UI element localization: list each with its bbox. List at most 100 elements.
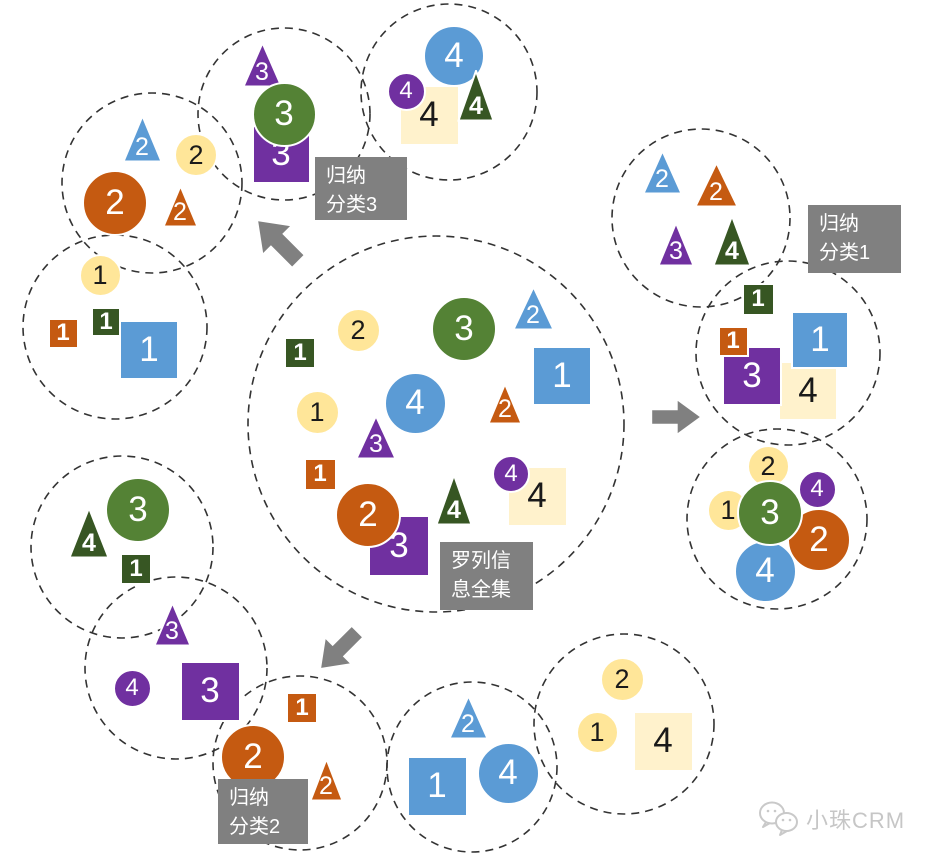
watermark-text: 小珠CRM (806, 808, 906, 833)
full-information-set-square-1: 1 (303, 457, 337, 491)
full-information-set-square-1: 1 (532, 346, 592, 406)
group-triangles-triangle-2: 2 (641, 149, 683, 195)
full-information-set-triangle-3: 3 (355, 414, 397, 460)
blue-triangle-icon (447, 694, 489, 739)
shape-number: 2 (135, 133, 149, 161)
group-yellows-square-4: 4 (632, 710, 694, 772)
label-category-1: 归纳分类1 (808, 205, 901, 273)
shape-number: 2 (173, 197, 187, 226)
group-3s-boundary (197, 27, 371, 201)
shape-number: 4 (725, 237, 739, 265)
label-category-3: 归纳分类3 (315, 157, 407, 220)
group-2s-circle-2: 2 (82, 170, 148, 236)
group-yellows-circle-2: 2 (599, 656, 645, 702)
group-purples-triangle-3: 3 (152, 601, 192, 647)
group-2s-circle-2: 2 (174, 133, 218, 177)
group-triangles-triangle-2: 2 (693, 162, 739, 208)
shape-number: 3 (669, 236, 683, 265)
darkgreen-triangle-icon (435, 474, 473, 526)
purple-triangle-icon (657, 221, 695, 266)
wechat-icon (759, 801, 798, 836)
purple-triangle-icon (241, 42, 283, 88)
group-1s-square-1: 1 (91, 307, 121, 337)
full-information-set-square-1: 1 (284, 337, 316, 369)
group-blues-square-1: 1 (406, 755, 468, 817)
group-1s-square-1: 1 (47, 317, 79, 349)
group-oranges-square-1: 1 (286, 692, 318, 724)
group-triangles-boundary (611, 128, 791, 308)
group-greens-triangle-4: 4 (68, 507, 110, 559)
group-blues-triangle-2: 2 (447, 694, 489, 740)
label-category-2-line: 分类2 (229, 816, 281, 838)
group-oranges-triangle-2: 2 (308, 758, 344, 802)
group-2s-boundary (61, 92, 243, 274)
full-information-set-boundary (247, 235, 625, 613)
label-category-3-line: 归纳 (326, 165, 366, 187)
orange-triangle-icon (487, 383, 523, 425)
darkgreen-triangle-icon (712, 215, 752, 267)
shape-number: 2 (526, 300, 540, 329)
orange-triangle-icon (308, 758, 344, 802)
orange-triangle-icon (693, 162, 739, 208)
full-information-set-triangle-2: 2 (511, 285, 555, 331)
group-squares-square-1: 1 (741, 282, 775, 316)
shape-number: 2 (461, 709, 475, 738)
group-greens-boundary (30, 455, 214, 639)
full-information-set-circle-1: 1 (294, 389, 340, 435)
purple-triangle-icon (355, 414, 397, 459)
label-category-3-line: 分类3 (326, 194, 378, 216)
shape-number: 4 (82, 529, 96, 557)
full-information-set-circle-2: 2 (335, 307, 381, 353)
arrow-to-category3 (258, 221, 304, 267)
group-circles-circle-3: 3 (737, 480, 803, 546)
orange-triangle-icon (161, 184, 199, 227)
shape-number: 2 (498, 395, 512, 423)
full-information-set-circle-4: 4 (383, 371, 447, 435)
group-greens-square-1: 1 (120, 553, 152, 585)
shape-number: 4 (469, 92, 483, 120)
label-category-2: 归纳分类2 (218, 779, 308, 844)
group-4s-circle-4: 4 (386, 71, 426, 111)
arrow-to-category2 (321, 627, 362, 668)
full-information-set-circle-4: 4 (492, 455, 530, 493)
label-category-1-line: 归纳 (819, 213, 859, 235)
group-blues-circle-4: 4 (476, 741, 540, 805)
purple-triangle-icon (152, 601, 192, 646)
blue-triangle-icon (511, 285, 555, 330)
shape-number: 2 (655, 164, 669, 193)
group-4s-triangle-4: 4 (457, 70, 495, 122)
shape-number: 2 (709, 178, 723, 206)
label-category-2-line: 归纳 (229, 787, 269, 809)
group-purples-square-3: 3 (179, 660, 241, 722)
arrow-to-category1 (652, 400, 700, 434)
full-information-set-circle-3: 3 (431, 296, 497, 362)
group-2s-triangle-2: 2 (161, 184, 199, 228)
blue-triangle-icon (121, 115, 163, 163)
group-triangles-triangle-4: 4 (712, 215, 752, 267)
group-purples-boundary (84, 576, 268, 760)
full-information-set-triangle-4: 4 (435, 474, 473, 526)
darkgreen-triangle-icon (68, 507, 110, 559)
group-1s-circle-1: 1 (78, 253, 122, 297)
shape-number: 3 (369, 429, 383, 458)
group-yellows-boundary (533, 633, 715, 815)
group-purples-circle-4: 4 (112, 668, 152, 708)
group-greens-circle-3: 3 (105, 477, 171, 543)
watermark: 小珠CRM (758, 800, 905, 838)
label-full-set-line: 息全集 (451, 579, 511, 601)
group-yellows-circle-1: 1 (575, 710, 619, 754)
group-4s-boundary (360, 3, 538, 181)
label-category-1-line: 分类1 (819, 242, 871, 264)
group-circles-boundary (686, 428, 868, 610)
group-squares-square-1: 1 (791, 311, 849, 369)
blue-triangle-icon (641, 149, 683, 194)
group-squares-square-1: 1 (717, 325, 749, 357)
group-2s-triangle-2: 2 (121, 115, 163, 163)
darkgreen-triangle-icon (457, 70, 495, 122)
shape-number: 2 (319, 772, 333, 800)
group-triangles-triangle-3: 3 (657, 221, 695, 267)
full-information-set-circle-2: 2 (335, 482, 401, 548)
group-3s-triangle-3: 3 (241, 42, 283, 88)
